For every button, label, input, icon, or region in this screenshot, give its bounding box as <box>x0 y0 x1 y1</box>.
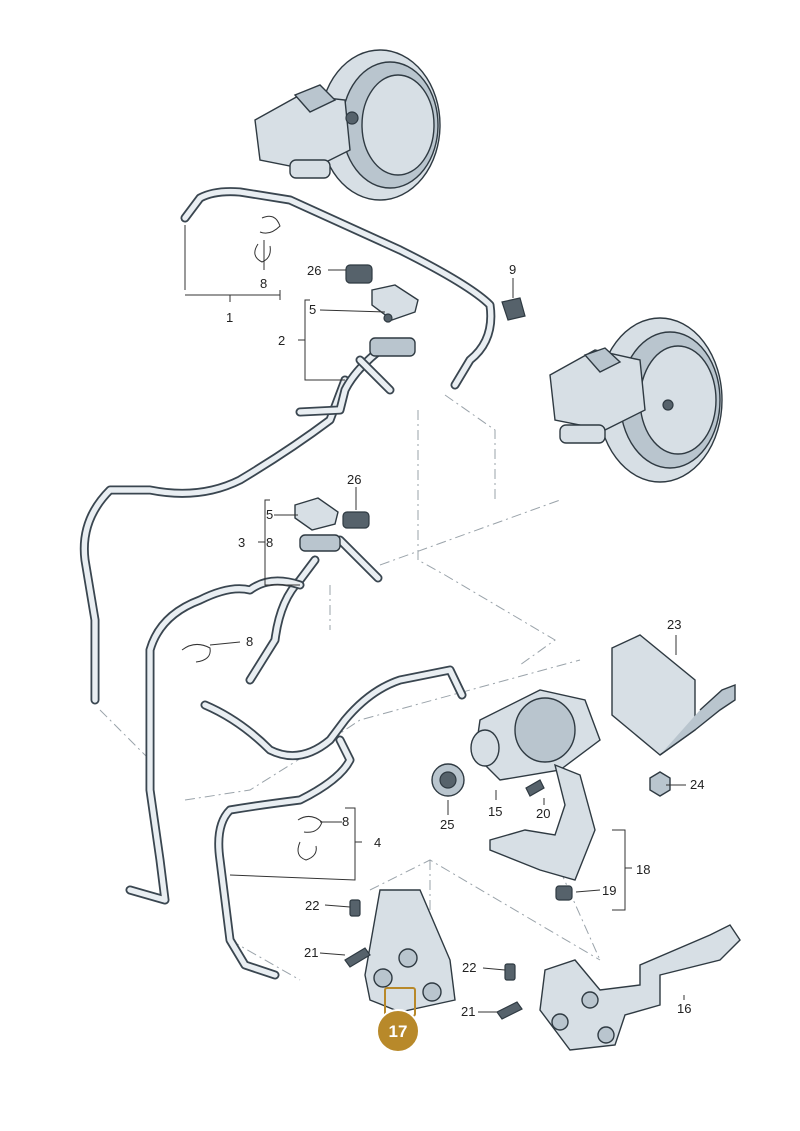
nut-24 <box>649 771 671 797</box>
label-1[interactable]: 1 <box>226 310 233 325</box>
label-5-upper[interactable]: 5 <box>309 302 316 317</box>
label-8-mid[interactable]: 8 <box>246 634 253 649</box>
brake-booster-top <box>254 49 441 201</box>
label-23[interactable]: 23 <box>667 617 681 632</box>
sensor-5-lower <box>294 497 339 531</box>
connector-26-upper <box>345 264 373 284</box>
clip-8-top <box>254 215 281 263</box>
label-9[interactable]: 9 <box>509 262 516 277</box>
label-5-lower[interactable]: 5 <box>266 507 273 522</box>
clip-8-lower <box>297 816 323 861</box>
vacuum-pump <box>470 689 601 781</box>
sensor-5-upper <box>371 284 419 323</box>
clip-19 <box>555 885 573 901</box>
label-15[interactable]: 15 <box>488 804 502 819</box>
label-4[interactable]: 4 <box>374 835 381 850</box>
callout-labels: 1 2 3 4 5 5 8 8 8 8 9 15 16 18 19 20 21 … <box>226 262 704 1019</box>
valve-block-lower <box>299 534 341 552</box>
clip-9 <box>501 297 526 321</box>
vacuum-hoses <box>79 187 496 980</box>
label-8-upper[interactable]: 8 <box>266 535 273 550</box>
control-unit <box>611 634 736 756</box>
brake-booster-right <box>549 317 723 483</box>
label-2[interactable]: 2 <box>278 333 285 348</box>
label-22-left[interactable]: 22 <box>305 898 319 913</box>
valve-block-upper <box>369 337 416 357</box>
label-18[interactable]: 18 <box>636 862 650 877</box>
label-21-right[interactable]: 21 <box>461 1004 475 1019</box>
bracket-16 <box>539 924 741 1051</box>
label-26-lower[interactable]: 26 <box>347 472 361 487</box>
label-19[interactable]: 19 <box>602 883 616 898</box>
label-25[interactable]: 25 <box>440 817 454 832</box>
cap-25 <box>431 763 465 797</box>
label-3[interactable]: 3 <box>238 535 245 550</box>
label-24[interactable]: 24 <box>690 777 704 792</box>
bolt-21-left <box>344 947 371 968</box>
bolt-21-right <box>496 1001 523 1020</box>
leader-lines <box>184 225 686 1013</box>
bolt-22-right <box>504 963 516 981</box>
bracket-18 <box>489 763 596 881</box>
label-21-left[interactable]: 21 <box>304 945 318 960</box>
label-16[interactable]: 16 <box>677 1001 691 1016</box>
bracket-17 <box>364 889 456 1013</box>
clip-8-mid <box>181 644 211 663</box>
connector-26-lower <box>342 511 370 529</box>
bolt-20 <box>525 779 545 797</box>
badge-17-circle <box>376 1009 420 1053</box>
label-8-lower[interactable]: 8 <box>342 814 349 829</box>
label-22-right[interactable]: 22 <box>462 960 476 975</box>
label-20[interactable]: 20 <box>536 806 550 821</box>
badge-17-label: 17 <box>389 1022 408 1041</box>
bolt-22-left <box>349 899 361 917</box>
label-26-upper[interactable]: 26 <box>307 263 321 278</box>
label-8-top[interactable]: 8 <box>260 276 267 291</box>
badge-17[interactable]: 17 <box>376 1009 420 1053</box>
